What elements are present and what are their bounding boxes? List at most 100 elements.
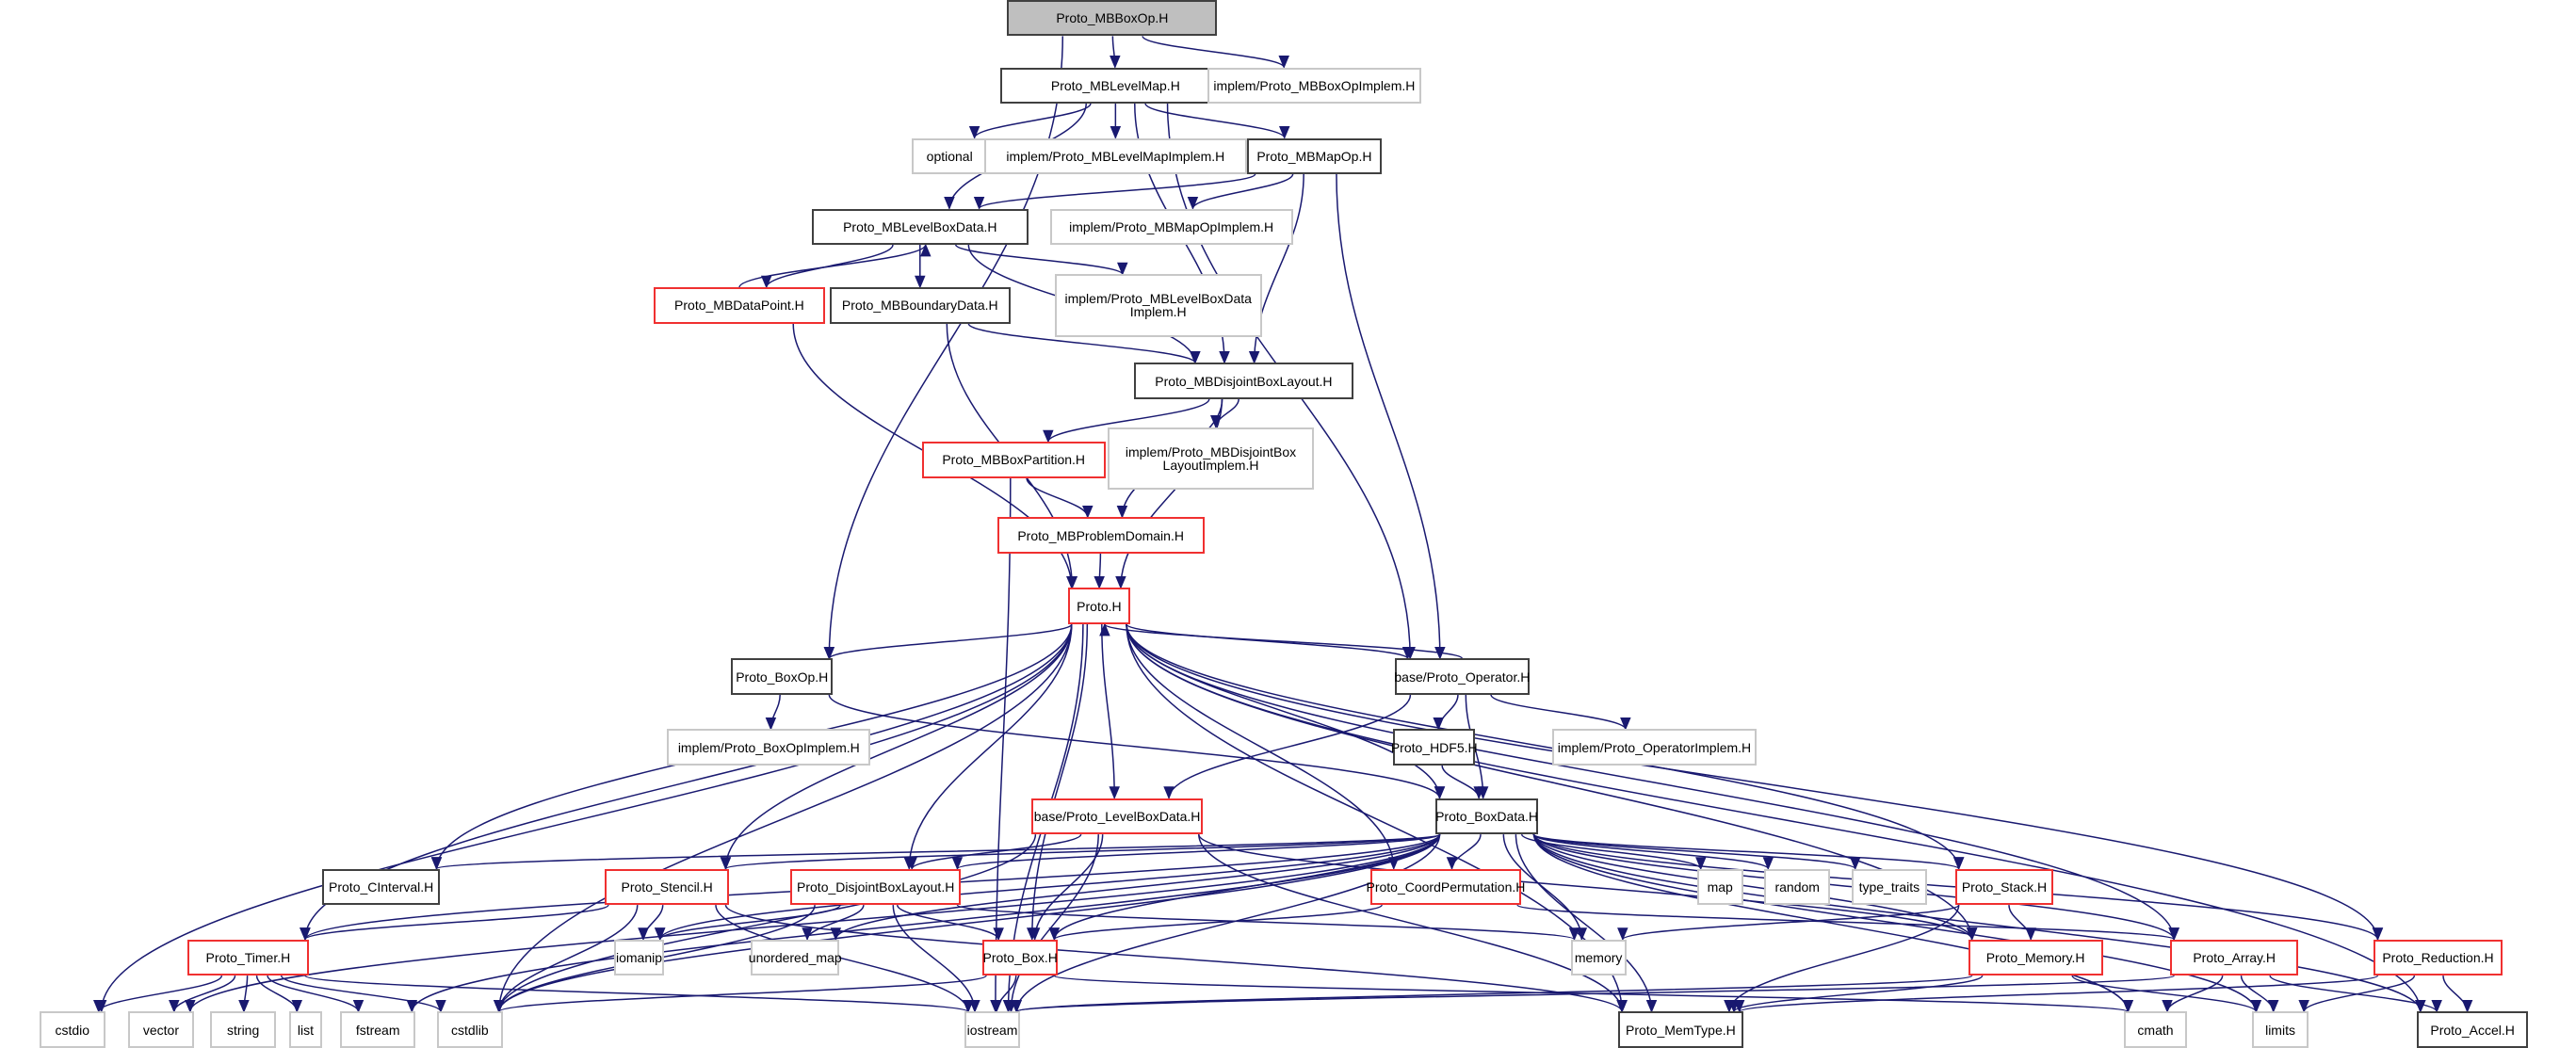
node-reduction[interactable]: Proto_Reduction.H [2373,939,2503,976]
node-coordpermutation[interactable]: Proto_CoordPermutation.H [1367,868,1525,906]
edge-operator-to-levelboxdata [1168,694,1412,798]
edge-timer-to-fstream [267,975,360,1012]
edge-arrowhead [973,197,985,210]
edge-stack-to-memtype [1728,905,1960,1012]
edge-arrowhead [969,999,980,1013]
edge-boxdata-to-memtype [1515,834,1653,1012]
node-limits: limits [2252,1011,2309,1048]
edge-mbdisjointboxlayout-to-mbboxpartition [1047,398,1210,443]
edge-arrowhead [1082,505,1094,519]
edge-arrowhead [1110,126,1122,139]
edge-boxdata-to-vector [189,834,1441,1012]
node-boxop[interactable]: Proto_BoxOp.H [731,658,834,695]
edge-arrowhead [1187,197,1199,210]
node-box[interactable]: Proto_Box.H [982,939,1059,976]
node-cinterval[interactable]: Proto_CInterval.H [321,868,441,906]
node-mbmapopimplem: implem/Proto_MBMapOpImplem.H [1049,208,1293,245]
node-mblevelboxdata[interactable]: Proto_MBLevelBoxData.H [811,208,1029,245]
edge-arrowhead [2122,999,2134,1013]
edge-arrowhead [963,999,974,1013]
edge-arrowhead [968,126,980,139]
edge-arrowhead [1278,56,1289,69]
edge-boxdata-to-coordpermutation [1450,833,1482,869]
edge-proto-to-disjointboxlayout [908,623,1073,869]
node-array[interactable]: Proto_Array.H [2170,939,2299,976]
edge-protomemory-to-limits [2071,975,2258,1013]
edge-proto-to-array [1126,623,2175,940]
node-cstdio: cstdio [39,1011,105,1048]
edge-proto-to-coordpermutation [1126,623,1395,869]
edge-arrowhead [1446,857,1458,871]
edge-arrowhead [1645,999,1658,1013]
node-levelboxdata[interactable]: base/Proto_LevelBoxData.H [1031,798,1203,835]
node-mblevelboxdataimplem: implem/Proto_MBLevelBoxData Implem.H [1054,274,1262,337]
node-timer[interactable]: Proto_Timer.H [186,939,309,976]
node-mbproblemdomain[interactable]: Proto_MBProblemDomain.H [996,517,1205,554]
edge-mbdatapoint-to-mblevelboxdata [738,244,927,288]
edge-protomemory-to-memtype [1733,975,1984,1013]
node-protomemory[interactable]: Proto_Memory.H [1968,939,2103,976]
edge-arrowhead [654,927,666,942]
edge-mbdisjointboxlayout-to-proto [1120,398,1223,588]
edge-arrowhead [2250,999,2262,1013]
edge-boxdata-to-stack [1532,833,1960,870]
node-random: random [1764,868,1831,906]
edge-arrowhead [915,275,926,289]
node-mblevelmapimplem: implem/Proto_MBLevelMapImplem.H [983,137,1247,174]
edge-box-to-cstdlib [497,975,987,1013]
edge-arrowhead [430,857,443,871]
node-mbdisjointboxlayout[interactable]: Proto_MBDisjointBoxLayout.H [1133,363,1354,399]
node-mbmapop[interactable]: Proto_MBMapOp.H [1246,137,1382,174]
node-operatorimplem: implem/Proto_OperatorImplem.H [1552,729,1757,766]
edge-mblevelboxdata-to-mblevelboxdataimplem [954,244,1124,276]
edge-arrowhead [1278,126,1290,139]
edge-arrowhead [2025,927,2036,942]
edge-arrowhead [1116,505,1128,519]
edge-operator-to-hdf5 [1437,694,1459,730]
node-mblevelmap[interactable]: Proto_MBLevelMap.H [1000,67,1231,104]
edge-arrowhead [291,999,303,1013]
edge-boxdata-to-fstream [411,834,1441,1012]
edge-boxdata-to-unorderedmap [834,833,1441,940]
edge-arrowhead [1620,717,1631,731]
edge-boxdata-to-iomanip [658,833,1441,941]
node-mbboundarydata[interactable]: Proto_MBBoundaryData.H [829,287,1011,324]
edge-arrowhead [406,999,418,1013]
edge-arrowhead [169,999,180,1013]
node-hdf5[interactable]: Proto_HDF5.H [1391,729,1478,766]
node-mbdatapoint[interactable]: Proto_MBDataPoint.H [654,287,825,324]
edge-arrowhead [2461,999,2473,1013]
node-boxdata[interactable]: Proto_BoxData.H [1435,798,1538,835]
edge-arrowhead [1617,927,1628,942]
node-mbdisjointboxlayoutimplem: implem/Proto_MBDisjointBox LayoutImplem.… [1107,427,1315,490]
edge-boxdata-to-protomemory [1532,833,1973,940]
edge-arrowhead [1210,415,1222,428]
node-mbboxpartition[interactable]: Proto_MBBoxPartition.H [921,442,1106,478]
node-operator[interactable]: base/Proto_Operator.H [1394,658,1530,695]
node-stencil[interactable]: Proto_Stencil.H [604,868,730,906]
edge-arrowhead [1434,786,1446,800]
edge-arrowhead [1163,786,1175,800]
edge-proto-to-boxdata [1126,623,1441,798]
edge-arrowhead [1110,56,1121,69]
node-string: string [210,1011,277,1048]
edge-boxdata-to-typetraits [1532,833,1856,870]
edge-arrowhead [1433,717,1444,731]
edge-timer-to-vector [173,975,236,1012]
edge-boxdata-to-limits [1532,834,2258,1012]
node-stack[interactable]: Proto_Stack.H [1954,868,2054,906]
node-accel[interactable]: Proto_Accel.H [2416,1011,2529,1048]
edge-levelboxdata-to-protomemory [1198,833,1973,941]
node-proto[interactable]: Proto.H [1067,588,1131,624]
edge-boxdata-to-accel [1532,834,2422,1012]
edge-stack-to-protomemory [2008,905,2032,940]
node-disjointboxlayout[interactable]: Proto_DisjointBoxLayout.H [789,868,962,906]
edge-operator-to-proto [1104,623,1464,660]
edge-arrowhead [760,275,772,289]
node-memtype[interactable]: Proto_MemType.H [1618,1011,1743,1048]
edge-proto-to-cstdio [100,623,1073,1012]
edge-array-to-accel [2269,975,2438,1013]
node-optional: optional [912,137,988,174]
